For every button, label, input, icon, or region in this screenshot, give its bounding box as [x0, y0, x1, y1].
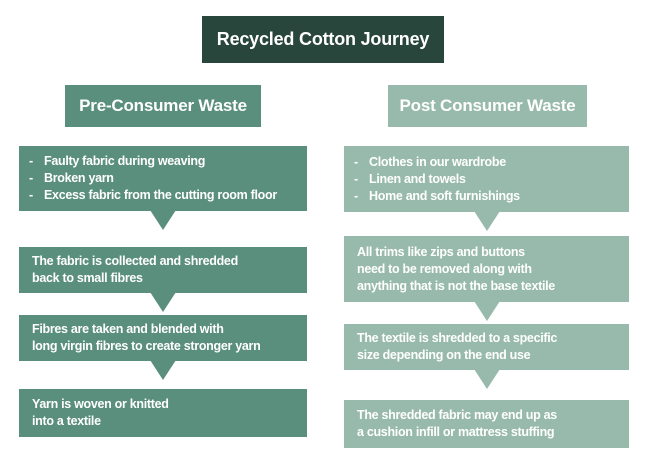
- bullet-item: - Linen and towels: [344, 171, 629, 188]
- pre-step-blend-box: Fibres are taken and blended with long v…: [19, 315, 307, 380]
- bullet-dash: -: [354, 188, 358, 203]
- pre-step-weave-box: Yarn is woven or knitted into a textile: [19, 389, 307, 437]
- pre-sources-box: - Faulty fabric during weaving - Broken …: [19, 146, 307, 230]
- bullet-text: Faulty fabric during weaving: [44, 154, 206, 168]
- step-text-line: a cushion infill or mattress stuffing: [357, 425, 555, 439]
- step-text-line: All trims like zips and buttons: [357, 244, 525, 259]
- step-text-line: into a textile: [32, 414, 101, 428]
- bullet-dash: -: [29, 154, 33, 168]
- bullet-dash: -: [354, 171, 358, 186]
- down-arrow-tail: [473, 369, 500, 389]
- step-text-line: need to be removed along with: [357, 261, 532, 276]
- bullet-text: Home and soft furnishings: [369, 188, 520, 203]
- step-text-line: The fabric is collected and shredded: [32, 254, 238, 268]
- pre-step-shred-box: The fabric is collected and shredded bac…: [19, 247, 307, 312]
- step-text-line: Yarn is woven or knitted: [32, 397, 169, 411]
- diagram-title: Recycled Cotton Journey: [202, 16, 444, 63]
- post-step-enduse-box: The shredded fabric may end up as a cush…: [344, 400, 629, 448]
- bullet-text: Linen and towels: [369, 171, 466, 186]
- down-arrow-tail: [150, 292, 176, 312]
- bullet-item: - Faulty fabric during weaving: [19, 153, 307, 170]
- step-text-line: long virgin fibres to create stronger ya…: [32, 339, 261, 353]
- step-text-line: anything that is not the base textile: [357, 278, 555, 293]
- post-consumer-waste-header-text: Post Consumer Waste: [399, 96, 576, 115]
- step-text-line: size depending on the end use: [357, 348, 531, 362]
- post-consumer-waste-header: Post Consumer Waste: [388, 85, 587, 127]
- step-text-line: The shredded fabric may end up as: [357, 408, 557, 422]
- pre-consumer-waste-header-text: Pre-Consumer Waste: [79, 96, 247, 115]
- down-arrow-tail: [150, 210, 176, 230]
- bullet-item: - Clothes in our wardrobe: [344, 154, 629, 171]
- step-text-line: back to small fibres: [32, 271, 143, 285]
- bullet-text: Broken yarn: [44, 171, 114, 185]
- down-arrow-tail: [473, 301, 500, 321]
- down-arrow-tail: [150, 360, 176, 380]
- step-text-line: The textile is shredded to a specific: [357, 331, 558, 345]
- bullet-dash: -: [354, 154, 358, 169]
- bullet-dash: -: [29, 188, 33, 202]
- step-text-line: Fibres are taken and blended with: [32, 322, 224, 336]
- bullet-item: - Home and soft furnishings: [344, 188, 629, 205]
- diagram-title-text: Recycled Cotton Journey: [216, 29, 430, 49]
- bullet-item: - Excess fabric from the cutting room fl…: [19, 187, 307, 204]
- post-sources-box: - Clothes in our wardrobe - Linen and to…: [344, 146, 629, 231]
- bullet-text: Clothes in our wardrobe: [369, 154, 506, 169]
- pre-consumer-waste-header: Pre-Consumer Waste: [65, 85, 261, 127]
- bullet-item: - Broken yarn: [19, 170, 307, 187]
- down-arrow-tail: [473, 211, 500, 231]
- bullet-text: Excess fabric from the cutting room floo…: [44, 188, 277, 202]
- bullet-dash: -: [29, 171, 33, 185]
- post-step-trims-box: All trims like zips and buttons need to …: [344, 236, 629, 321]
- post-step-shred-box: The textile is shredded to a specific si…: [344, 324, 629, 389]
